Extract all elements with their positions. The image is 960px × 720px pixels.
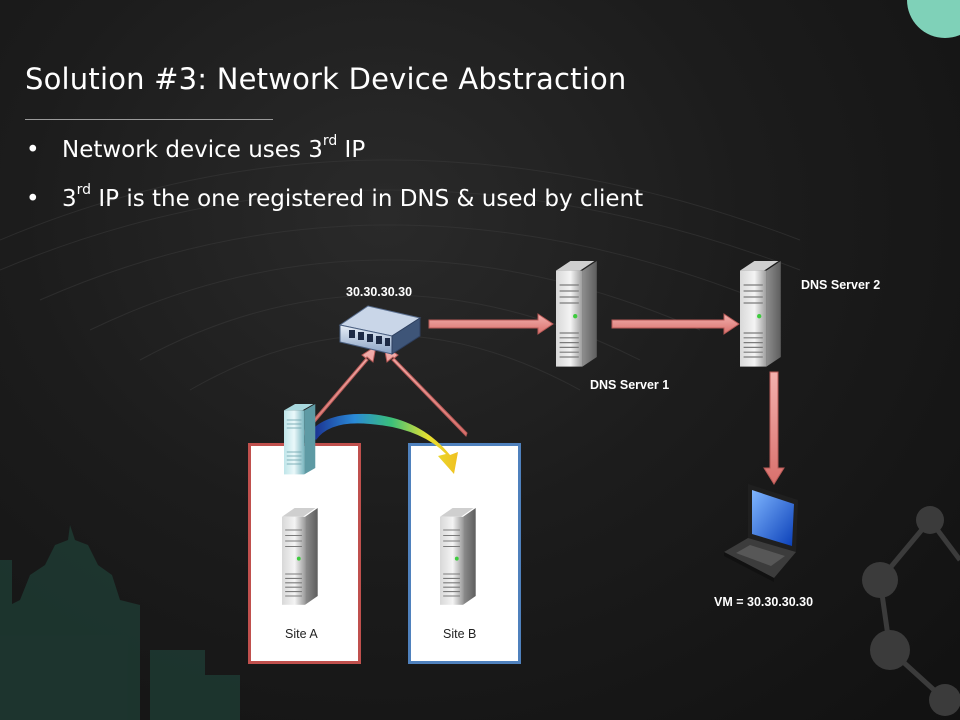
site-b-ip-label: 20.20.20.222: [424, 482, 497, 496]
migrating-vm-server-icon: [284, 404, 316, 475]
corner-accent-circle: [907, 0, 960, 38]
dns-server-1-icon: [555, 260, 598, 368]
dns-server-2-label: DNS Server 2: [801, 278, 881, 292]
bullet-dot-icon: •: [26, 186, 40, 212]
title-divider: [25, 119, 273, 120]
bullet-superscript: rd: [76, 182, 92, 198]
bullet-list: •Network device uses 3rd IP •3rd IP is t…: [22, 133, 643, 231]
site-b-label: Site B: [443, 627, 477, 641]
site-a-ip-label: 10.10.10.111: [265, 482, 337, 496]
arrow-device-to-dns1: [428, 313, 554, 335]
dns-server-2-icon: [739, 260, 782, 368]
network-device-ip-label: 30.30.30.30: [346, 285, 413, 299]
bullet-text-start: Network device uses 3: [62, 137, 323, 163]
bullet-dot-icon: •: [26, 137, 40, 163]
dns-server-1-label: DNS Server 1: [590, 378, 670, 392]
site-b-server-icon: [439, 507, 477, 606]
bullet-superscript: rd: [322, 133, 338, 149]
client-vm-label: VM = 30.30.30.30: [714, 595, 814, 609]
bullet-text-end: IP is the one registered in DNS & used b…: [91, 186, 644, 212]
bullet-item: • 3rd IP is the one registered in DNS & u…: [22, 182, 643, 231]
bullet-item: • Network device uses 3rd IP: [22, 133, 643, 182]
arrow-dns1-to-dns2: [611, 313, 740, 335]
background-building-silhouette: [0, 525, 240, 720]
arrow-site-b-to-device: [383, 344, 468, 437]
slide-title: Solution #3: Network Device Abstraction: [25, 62, 627, 96]
bullet-text-start: 3: [62, 186, 77, 212]
site-a-server-icon: [281, 507, 319, 606]
arrow-dns2-to-client: [763, 371, 785, 485]
network-device-icon: [338, 305, 422, 355]
client-laptop-icon: [724, 484, 798, 582]
site-a-label: Site A: [285, 627, 318, 641]
bullet-text-end: IP: [337, 137, 366, 163]
background-molecule: [862, 506, 960, 716]
